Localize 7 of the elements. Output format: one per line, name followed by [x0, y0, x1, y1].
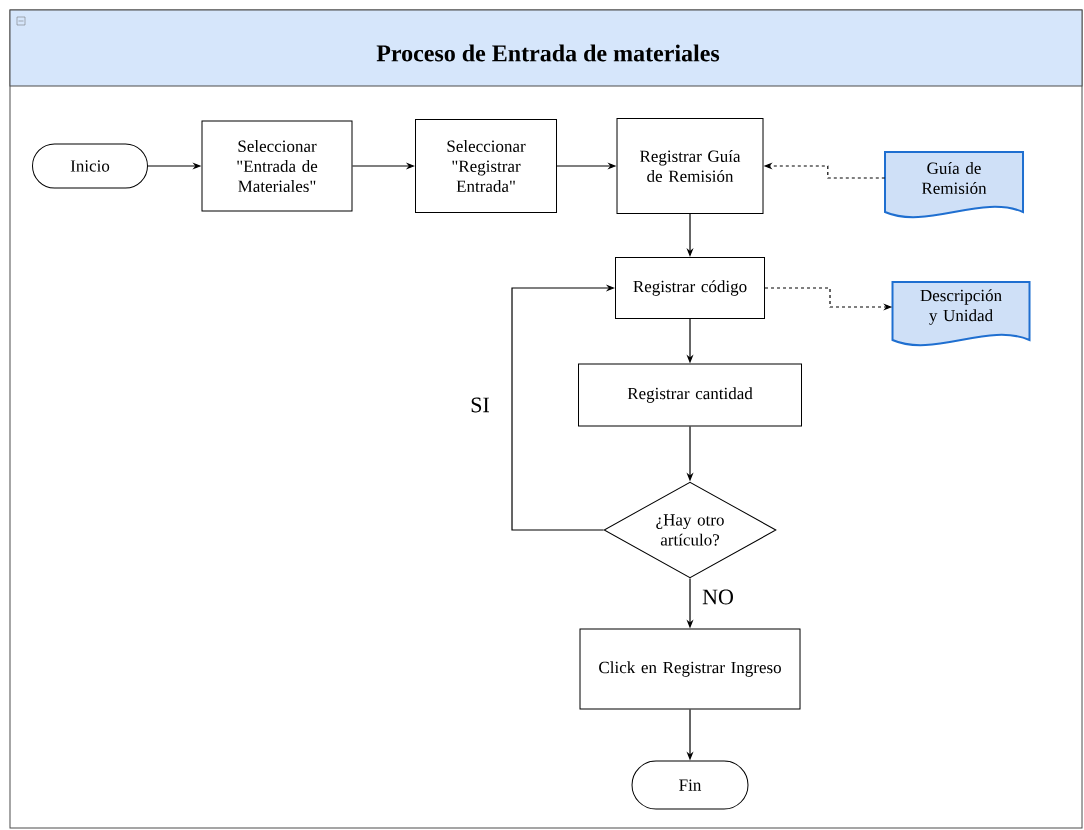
title: Proceso de Entrada de materiales — [376, 44, 720, 62]
process-box: Click en Registrar Ingreso — [579, 628, 801, 710]
process-box: Seleccionar "Entrada de Materiales" — [201, 120, 353, 212]
process-box: Registrar código — [615, 257, 765, 319]
process-box: Seleccionar "Registrar Entrada" — [415, 119, 557, 213]
process-box: Registrar Guía de Remisión — [616, 118, 764, 214]
process-box: Registrar cantidad — [578, 363, 802, 427]
